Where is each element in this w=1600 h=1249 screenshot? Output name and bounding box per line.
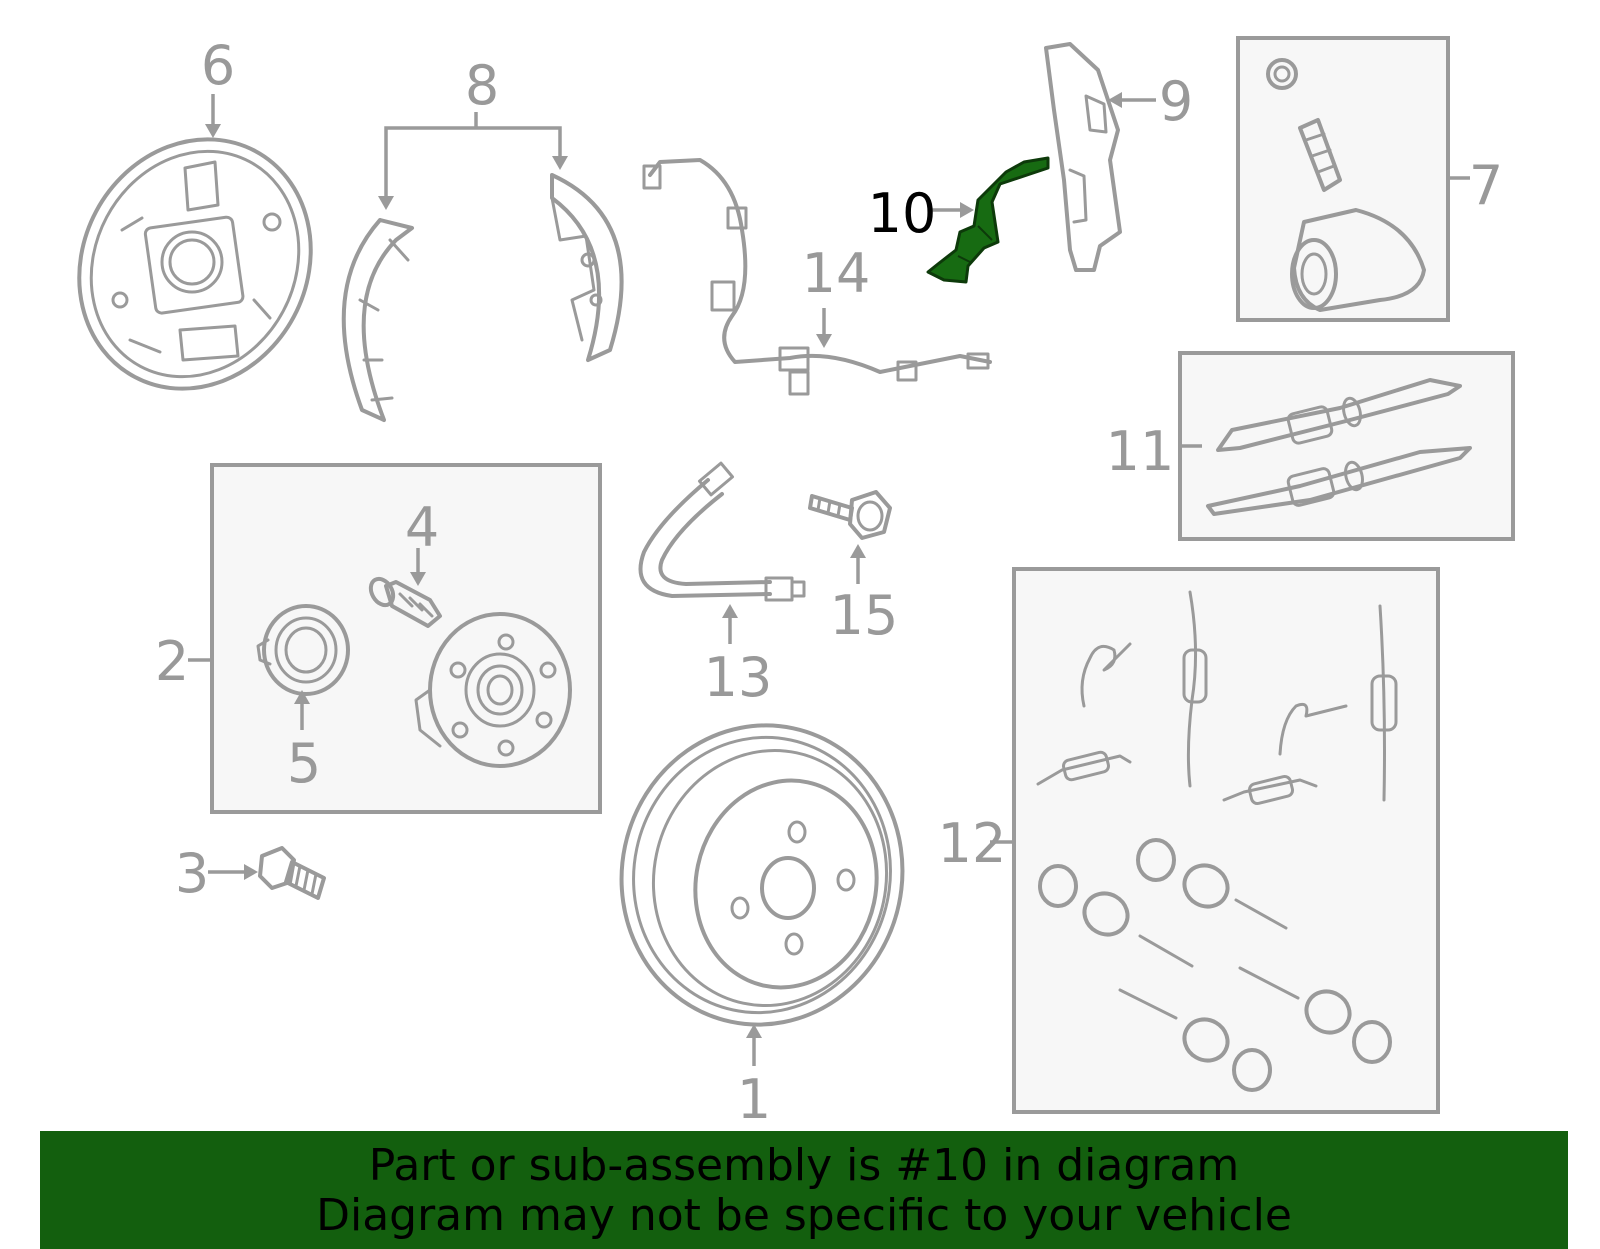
callout-13: 13 [704, 646, 773, 709]
callout-3: 3 [175, 842, 209, 905]
bracket-drawing [1044, 42, 1122, 272]
callout-12: 12 [938, 812, 1007, 875]
brake-shoes-drawing [341, 173, 624, 422]
callout-15: 15 [830, 584, 899, 647]
brake-hose-drawing [638, 461, 806, 602]
callout-6: 6 [201, 34, 235, 97]
callout-8: 8 [465, 54, 499, 117]
hub-assembly-drawing [256, 576, 572, 768]
info-banner: Part or sub-assembly is #10 in diagram D… [40, 1131, 1568, 1249]
adjusters-drawing [1206, 378, 1472, 516]
callout-5: 5 [287, 732, 321, 795]
callout-11: 11 [1106, 420, 1175, 483]
brake-drum-drawing [619, 723, 905, 1027]
callout-2: 2 [155, 630, 189, 693]
backing-plate-drawing [77, 137, 313, 391]
callout-4: 4 [405, 496, 439, 559]
callout-9: 9 [1159, 70, 1193, 133]
banner-line-1: Part or sub-assembly is #10 in diagram [368, 1140, 1240, 1191]
bolt-3-drawing [258, 846, 326, 900]
callout-1: 1 [737, 1068, 771, 1131]
callout-7: 7 [1469, 154, 1503, 217]
banner-line-2: Diagram may not be specific to your vehi… [316, 1190, 1292, 1241]
bolt-15-drawing [808, 490, 892, 540]
wheel-cylinder-drawing [1266, 58, 1426, 312]
callout-10: 10 [868, 182, 937, 245]
callout-14: 14 [802, 242, 871, 305]
abs-sensor-wire-drawing [642, 158, 992, 396]
hardware-kit-drawing [1036, 590, 1398, 1092]
highlighted-part-10 [926, 156, 1050, 284]
leader-lines [188, 92, 1470, 1066]
